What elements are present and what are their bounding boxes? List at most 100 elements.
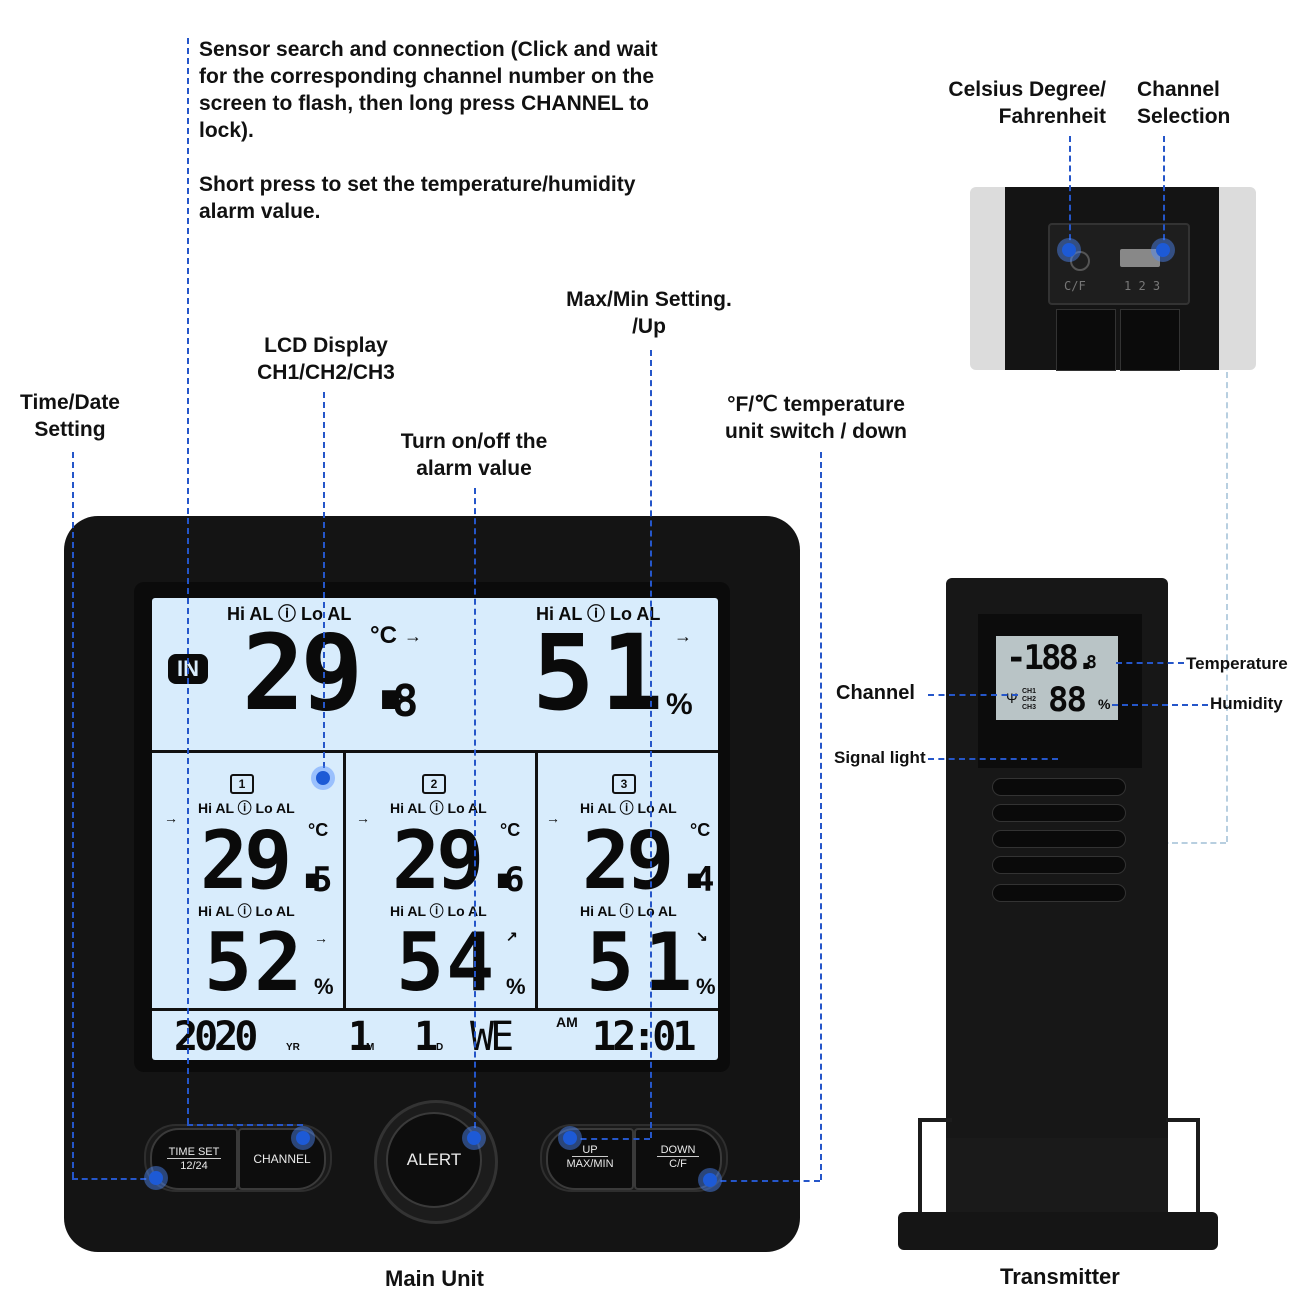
down-marker [703,1173,717,1187]
lcd-display-marker [316,771,330,785]
ch3-temp-unit: °C [690,820,711,840]
alert-button[interactable]: ALERT [386,1112,482,1208]
stand-base [898,1212,1218,1250]
month-unit: M [366,1042,375,1053]
indoor-temperature: 29. [242,612,422,734]
trend-arrow-icon: ↘ [696,928,708,944]
ch2-humidity: 54 [396,916,497,1009]
transmitter-channel-labels: CH1 CH2 CH3 [1022,688,1037,711]
ch2-temperature-decimal: 6 [504,860,525,900]
maxmin-leader [570,1138,650,1140]
ch1-temp-alarm-label: Hi AL ⓘ Lo AL [198,800,295,816]
channel-3-badge: 3 [612,774,636,794]
channel-numbers-label: 1 2 3 [1124,279,1161,293]
up-marker [563,1131,577,1145]
signal-antenna-icon: Ψ [1006,690,1018,706]
channel-switch-marker [1156,243,1170,257]
time-date-label: Time/Date Setting [20,391,120,441]
indoor-temp-unit: °C [370,622,397,649]
celsius-fahrenheit-label: Celsius Degree/ Fahrenheit [948,78,1106,128]
channel-selection-label: Channel Selection [1137,78,1231,128]
battery-slot [1056,309,1116,371]
ch3-temp-alarm-label: Hi AL ⓘ Lo AL [580,800,677,816]
channel-2-badge: 2 [422,774,446,794]
time-set-marker [149,1171,163,1185]
indoor-humidity: 51 [532,612,670,734]
ch2-temp-unit: °C [500,820,521,840]
tx-humidity-label: Humidity [1210,694,1283,713]
indoor-temperature-decimal: 8 [392,676,418,727]
ampm-indicator: AM [556,1014,578,1030]
year-unit: YR [286,1042,300,1053]
lcd-display-label: LCD Display CH1/CH2/CH3 [257,334,395,384]
trend-arrow-icon: → [356,810,370,826]
ch2-temp-alarm-label: Hi AL ⓘ Lo AL [390,800,487,816]
vent-slot [992,884,1126,902]
channel-button[interactable]: CHANNEL [238,1128,326,1190]
trend-arrow-icon: → [164,810,178,826]
ch3-hum-unit: % [696,974,716,999]
inset-leader [1124,842,1226,844]
tx-temperature-leader [1116,662,1184,664]
ch1-temperature-decimal: 5 [312,860,333,900]
transmitter-temperature: -188. [1006,638,1096,678]
sensor-search-leader [187,1124,303,1126]
celsius-leader [1069,136,1071,250]
lcd-screen: Hi AL ⓘ Lo AL Hi AL ⓘ Lo AL IN 29. 8 °C … [152,598,718,1060]
lcd-divider [343,753,346,1008]
trend-arrow-icon: → [546,810,560,826]
day-unit: D [436,1042,444,1053]
clock-time: 12:01 [592,1014,696,1060]
lcd-divider [152,1008,718,1011]
maxmin-label: Max/Min Setting. /Up [566,288,732,338]
alert-marker [467,1131,481,1145]
unit-switch-label: °F/℃ temperature unit switch / down [725,393,907,443]
indoor-hum-alarm-label: Hi AL ⓘ Lo AL [536,604,661,624]
main-unit-caption: Main Unit [385,1266,484,1291]
lcd-divider [152,750,718,753]
indoor-hum-unit: % [666,688,693,721]
alarm-toggle-label: Turn on/off the alarm value [400,430,548,480]
trend-arrow-icon: ↗ [506,928,518,944]
ch3-hum-alarm-label: Hi AL ⓘ Lo AL [580,903,677,919]
transmitter-humidity: 88 [1048,680,1087,720]
ch2-hum-alarm-label: Hi AL ⓘ Lo AL [390,903,487,919]
sensor-search-leader [187,38,189,1124]
transmitter-temperature-decimal: 8 [1086,652,1097,673]
channel-slider-icon [1120,249,1160,267]
transmitter-lcd: -188. 8 CH1 CH2 CH3 Ψ 88 % [996,636,1118,720]
ch1-hum-unit: % [314,974,334,999]
time-date-leader [72,452,74,1178]
trend-arrow-icon: → [404,626,422,646]
channel-selection-leader [1163,136,1165,250]
tx-channel-leader [928,694,1018,696]
battery-slot [1120,309,1180,371]
ch2-hum-unit: % [506,974,526,999]
ch1-temperature: 29. [200,814,336,907]
channel-marker [296,1131,310,1145]
unit-switch-leader [710,1180,820,1182]
day-value: 1 [414,1014,438,1060]
time-set-button[interactable]: TIME SET 12/24 [150,1128,238,1190]
vent-slot [992,778,1126,796]
trend-arrow-icon: → [314,930,328,946]
indoor-temp-alarm-label: Hi AL ⓘ Lo AL [227,604,352,624]
ch1-humidity: 52 [204,916,305,1009]
lcd-divider [535,753,538,1008]
time-date-leader [72,1178,156,1180]
tx-temperature-label: Temperature [1186,654,1288,673]
vent-slot [992,856,1126,874]
cf-label: C/F [1064,279,1086,293]
alarm-toggle-leader [474,488,476,1138]
transmitter-hum-unit: % [1098,696,1111,712]
ch1-hum-alarm-label: Hi AL ⓘ Lo AL [198,903,295,919]
tx-channel-label: Channel [836,682,915,704]
inset-leader [1226,372,1228,842]
tx-signal-leader [928,758,1058,760]
cf-button-marker [1062,243,1076,257]
transmitter-caption: Transmitter [1000,1264,1120,1289]
lcd-display-leader [323,392,325,778]
channel-1-badge: 1 [230,774,254,794]
ch2-temperature: 29. [392,814,528,907]
month-value: 1 [348,1014,372,1060]
